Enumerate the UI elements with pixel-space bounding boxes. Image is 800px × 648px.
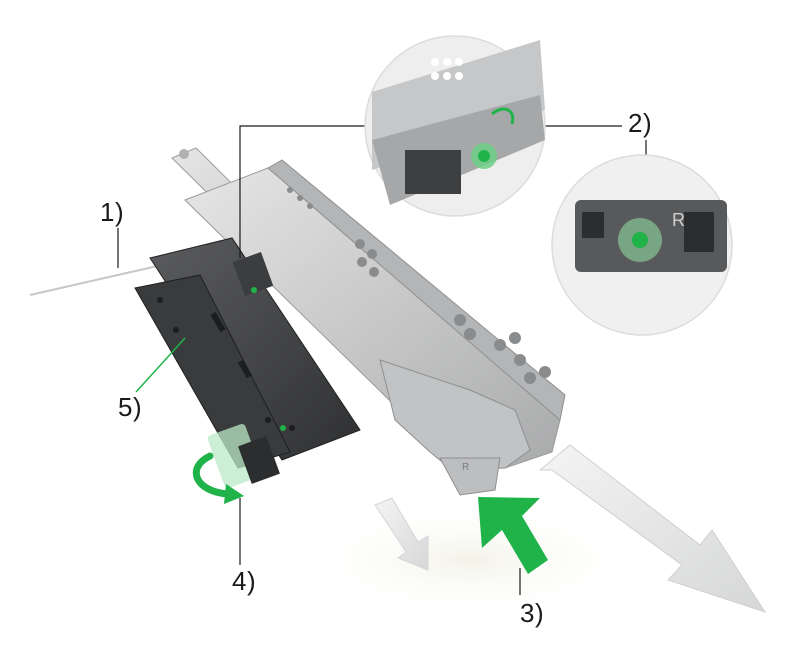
callout-5: 5) [118, 392, 143, 422]
plate-green-dot [280, 425, 286, 431]
rear-adjuster [207, 423, 280, 489]
clip-green-dot [251, 287, 257, 293]
callout-1: 1) [100, 197, 125, 227]
front-end-unit [379, 359, 531, 471]
rotate-arrow-head [224, 484, 244, 504]
flange-holes [287, 187, 551, 384]
front-lever [439, 457, 501, 496]
detail-view-top [364, 35, 546, 217]
callout-2: 2) [628, 108, 653, 138]
detail-view-right: R [551, 154, 733, 336]
leader-line-5 [135, 337, 186, 393]
detail-side-letter: R [672, 210, 685, 230]
coupling-clip [232, 251, 274, 297]
callout-3: 3) [520, 598, 545, 628]
side-flange [267, 159, 566, 421]
floor-shadow [290, 500, 650, 620]
motion-arrow-icon [538, 444, 767, 613]
callout-4: 4) [232, 566, 257, 596]
leader-line-1 [29, 261, 176, 296]
rail-end-cap [179, 149, 189, 159]
front-lever-letter: R [462, 462, 469, 473]
leader-line-2 [239, 125, 372, 258]
rotate-arrow-icon [192, 452, 232, 498]
plate-slots [157, 297, 295, 431]
mounting-plate-lower [134, 274, 291, 469]
small-motion-arrow [374, 497, 429, 571]
push-arrow-icon [478, 497, 548, 574]
